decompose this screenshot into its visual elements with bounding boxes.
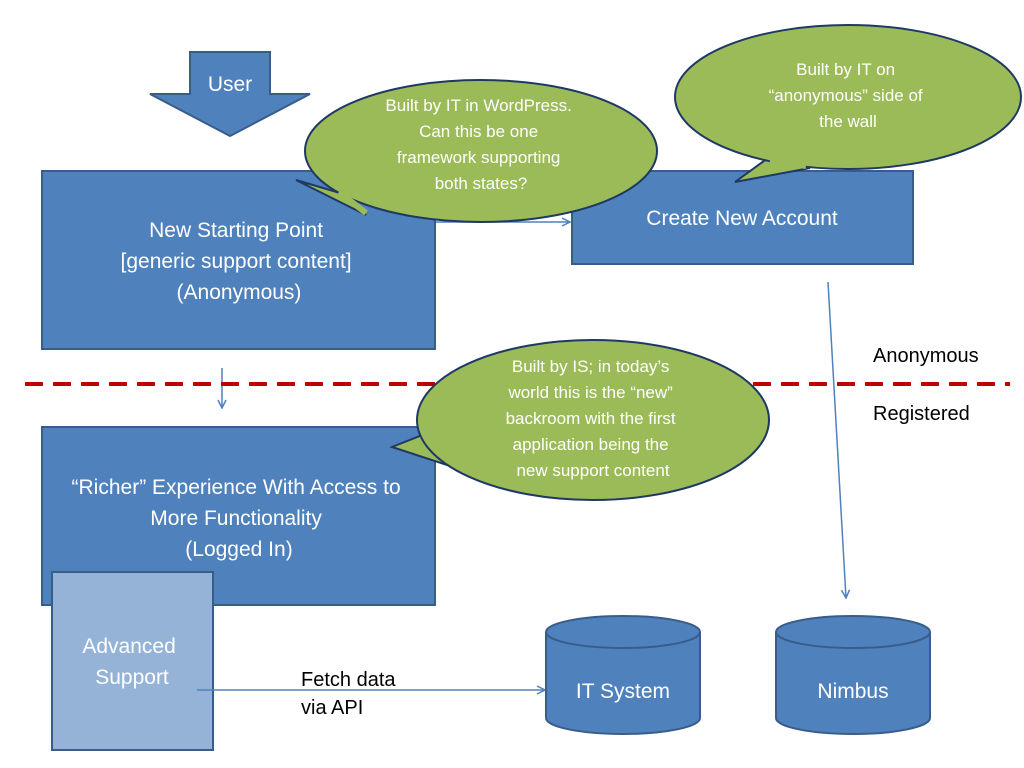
callout-is-backroom: Built by IS; in today’s world this is th… — [389, 339, 770, 501]
nimbus-database: Nimbus — [775, 615, 931, 735]
anonymous-zone-label: Anonymous — [873, 345, 979, 367]
new-starting-point-text: New Starting Point [generic support cont… — [121, 219, 358, 304]
callout-it-anonymous: Built by IT on “anonymous” side of the w… — [674, 24, 1022, 183]
connector-account-to-nimbus — [827, 281, 846, 598]
registered-zone-label: Registered — [873, 403, 970, 425]
richer-experience-text: “Richer” Experience With Access to More … — [72, 476, 407, 561]
it-system-database: IT System — [545, 615, 701, 735]
user-arrow — [149, 51, 311, 138]
create-new-account-text: Create New Account — [646, 207, 838, 230]
fetch-data-label: Fetch data via API — [301, 669, 401, 719]
callout-is-backroom-text: Built by IS; in today’s world this is th… — [506, 357, 681, 480]
user-arrow-label: User — [208, 73, 252, 96]
callout-it-anonymous-text: Built by IT on “anonymous” side of the w… — [769, 60, 928, 131]
callout-wordpress: Built by IT in WordPress. Can this be on… — [295, 79, 658, 223]
callout-wordpress-text: Built by IT in WordPress. Can this be on… — [385, 96, 576, 193]
it-system-label: IT System — [576, 680, 670, 703]
advanced-support-text: Advanced Support — [82, 635, 181, 689]
nimbus-label: Nimbus — [817, 680, 888, 703]
advanced-support-box — [51, 571, 214, 751]
